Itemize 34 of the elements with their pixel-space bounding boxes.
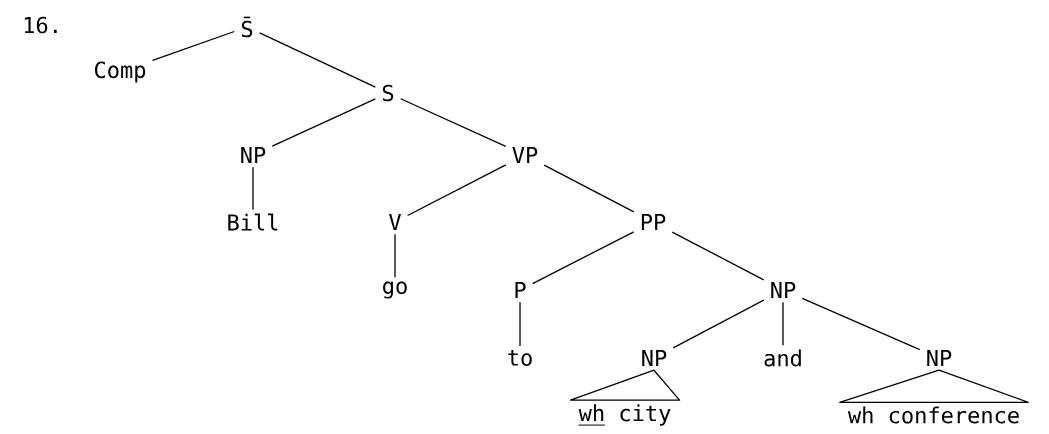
category-label: to — [508, 350, 532, 366]
branch-line — [252, 166, 254, 211]
leaf-text: wh city — [578, 404, 671, 426]
category-label: S̄ — [241, 16, 253, 38]
branch-line — [406, 164, 507, 217]
branch-line — [519, 301, 521, 347]
category-label: S — [382, 84, 394, 102]
category-label: Bill — [228, 213, 278, 231]
branch-line — [259, 32, 376, 88]
branch-line — [400, 98, 507, 147]
branch-line — [671, 231, 765, 281]
example-number: 16. — [24, 16, 57, 34]
branch-line — [672, 299, 765, 349]
category-label: V — [389, 214, 401, 230]
category-label: go — [383, 281, 407, 299]
branch-line — [531, 231, 635, 285]
branch-line — [543, 164, 635, 213]
category-label: P — [515, 282, 526, 298]
category-label: Comp — [95, 61, 146, 83]
branch-line — [394, 233, 396, 278]
leaf-text: wh conference — [847, 406, 1019, 424]
category-label: and — [764, 349, 801, 367]
branch-line — [782, 301, 784, 346]
triangle-branch — [839, 369, 1029, 403]
branch-line — [271, 98, 376, 147]
category-label: NP — [241, 147, 266, 163]
category-label: NP — [771, 282, 796, 298]
branch-line — [801, 297, 921, 351]
category-label: VP — [512, 147, 538, 163]
category-label: PP — [641, 214, 666, 230]
category-label: NP — [642, 350, 667, 366]
branch-line — [151, 30, 235, 62]
category-label: NP — [927, 350, 952, 366]
triangle-branch — [569, 369, 681, 401]
